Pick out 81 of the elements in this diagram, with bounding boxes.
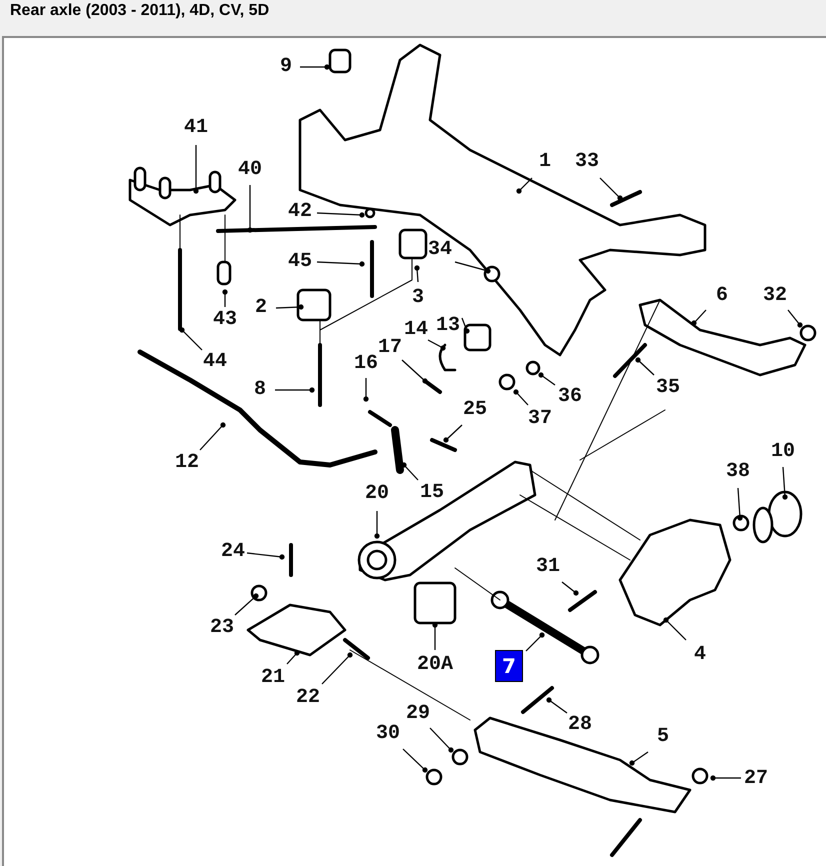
callout-number: 4 bbox=[692, 643, 708, 667]
callout-number: 20 bbox=[363, 482, 392, 506]
leader-line bbox=[710, 775, 741, 781]
callout-number: 42 bbox=[286, 200, 314, 224]
callout-number: 38 bbox=[724, 460, 752, 484]
leader-line bbox=[247, 185, 253, 233]
callout-number: 28 bbox=[566, 713, 594, 737]
leader-line bbox=[432, 622, 438, 650]
callout-number: 43 bbox=[211, 308, 240, 332]
callout-number: 24 bbox=[219, 540, 248, 564]
callout-number: 41 bbox=[182, 116, 210, 140]
callout-number: 14 bbox=[402, 318, 430, 342]
leader-line bbox=[538, 372, 556, 386]
leader-line bbox=[526, 632, 545, 652]
callout-number: 13 bbox=[434, 314, 462, 338]
leader-line bbox=[222, 289, 228, 307]
leader-line bbox=[562, 582, 579, 596]
leader-line bbox=[234, 593, 259, 616]
callout-number: 40 bbox=[236, 158, 264, 182]
callout-number: 21 bbox=[259, 666, 288, 690]
leader-line bbox=[428, 339, 446, 351]
leader-line bbox=[737, 488, 743, 521]
page-title: Rear axle (2003 - 2011), 4D, CV, 5D bbox=[9, 2, 270, 21]
callout-number: 36 bbox=[556, 385, 584, 409]
leader-line bbox=[629, 752, 648, 766]
callout-number: 20A bbox=[415, 653, 456, 677]
callout-number: 10 bbox=[769, 440, 798, 464]
callout-number: 12 bbox=[173, 451, 202, 475]
leader-line bbox=[443, 424, 462, 443]
callout-number: 35 bbox=[654, 376, 682, 400]
leader-line bbox=[600, 178, 623, 201]
leader-line bbox=[414, 265, 420, 282]
leader-line bbox=[516, 178, 532, 194]
leader-line bbox=[374, 511, 380, 539]
leader-line bbox=[513, 389, 528, 406]
leader-line bbox=[286, 650, 300, 664]
callout-number: 29 bbox=[404, 702, 432, 726]
callout-number: 45 bbox=[286, 250, 314, 274]
callout-number: 27 bbox=[742, 767, 770, 791]
callout-number: 5 bbox=[655, 725, 672, 749]
leader-line bbox=[316, 261, 365, 267]
callout-number: 2 bbox=[253, 296, 270, 320]
leader-line bbox=[782, 466, 788, 500]
leader-line bbox=[691, 310, 706, 326]
leader-line bbox=[322, 652, 353, 684]
callout-number: 9 bbox=[278, 55, 294, 79]
callout-number: 23 bbox=[208, 616, 236, 640]
leader-line bbox=[430, 728, 454, 753]
leader-line bbox=[546, 697, 568, 714]
callout-number: 8 bbox=[252, 378, 268, 402]
callout-number: 30 bbox=[374, 722, 402, 746]
leader-line bbox=[275, 387, 315, 393]
callout-number: 25 bbox=[461, 398, 490, 422]
leader-line bbox=[454, 261, 491, 274]
callout-number: 3 bbox=[410, 286, 426, 310]
callout-number: 37 bbox=[526, 407, 554, 431]
callout-number: 6 bbox=[714, 284, 730, 308]
leader-line bbox=[179, 327, 202, 350]
leader-line bbox=[788, 310, 803, 328]
callout-number: 33 bbox=[573, 150, 602, 174]
leader-line bbox=[363, 378, 369, 402]
callout-number: 31 bbox=[534, 555, 562, 579]
leader-line bbox=[402, 748, 428, 773]
callout-number: 1 bbox=[537, 150, 554, 174]
leader-line bbox=[300, 64, 330, 70]
leader-line bbox=[193, 145, 199, 194]
leader-line bbox=[461, 318, 470, 334]
leader-line bbox=[316, 212, 365, 218]
leader-line bbox=[635, 357, 654, 376]
callout-number: 44 bbox=[201, 350, 230, 374]
leader-line bbox=[663, 617, 686, 640]
callout-number: 7 bbox=[495, 650, 523, 682]
callout-number: 15 bbox=[418, 481, 446, 505]
callout-number: 22 bbox=[294, 686, 322, 710]
leader-line bbox=[402, 360, 428, 384]
leader-line bbox=[246, 552, 285, 560]
leader-line bbox=[276, 304, 304, 310]
callout-number: 32 bbox=[761, 284, 790, 308]
leader-line bbox=[200, 422, 226, 450]
leader-line bbox=[401, 462, 418, 480]
callout-number: 34 bbox=[426, 238, 454, 262]
